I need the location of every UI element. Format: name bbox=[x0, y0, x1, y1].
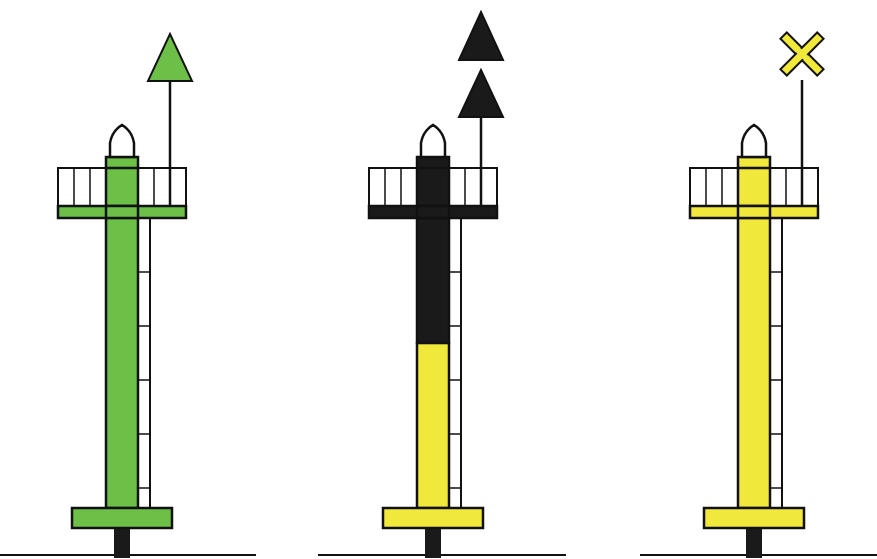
lantern-dome bbox=[419, 123, 447, 159]
topmark-upper-cone-icon bbox=[457, 9, 505, 61]
foundation-stub bbox=[746, 528, 762, 558]
beacon-cardinal-north bbox=[318, 9, 566, 558]
platform-pole-joint bbox=[736, 204, 772, 220]
lantern-dome bbox=[108, 123, 136, 159]
pole-lower bbox=[415, 341, 451, 510]
base-plate bbox=[702, 506, 806, 530]
pole-through-railing bbox=[736, 166, 772, 208]
base-plate bbox=[381, 506, 485, 530]
base-plate bbox=[70, 506, 174, 530]
platform-pole-joint bbox=[415, 204, 451, 220]
lantern-dome bbox=[740, 123, 768, 159]
topmark-lower-cone-icon bbox=[457, 67, 505, 118]
topmark-cone-icon bbox=[146, 31, 194, 82]
pole-through-railing bbox=[104, 166, 140, 208]
platform-pole-joint bbox=[104, 204, 140, 220]
beacon-starboard-green bbox=[0, 31, 256, 558]
pole-through-railing bbox=[415, 166, 451, 208]
beacon-special-yellow bbox=[640, 31, 877, 558]
foundation-stub bbox=[425, 528, 441, 558]
foundation-stub bbox=[114, 528, 130, 558]
topmark-cross-fill bbox=[782, 34, 822, 74]
